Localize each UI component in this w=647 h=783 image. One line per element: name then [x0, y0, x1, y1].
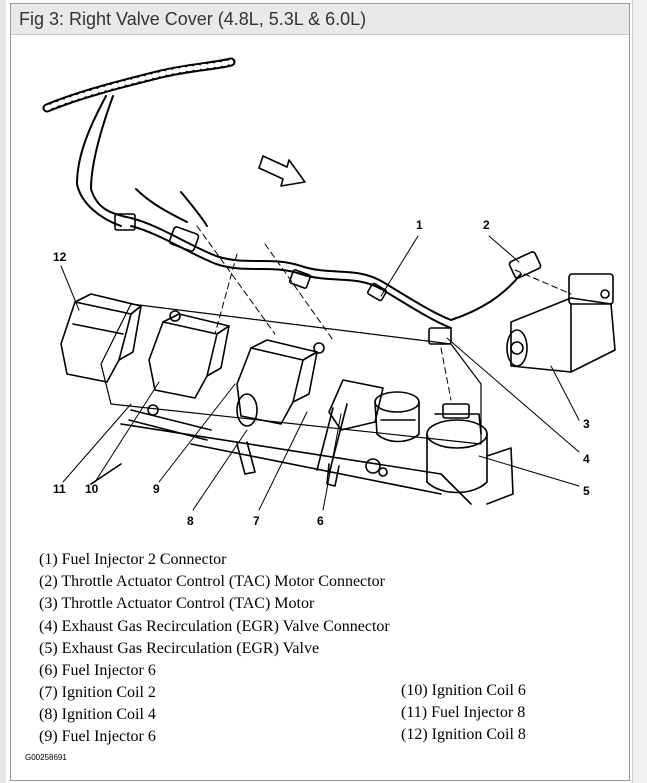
legend-item: (1) Fuel Injector 2 Connector: [39, 551, 227, 568]
legend-item: (9) Fuel Injector 6: [39, 728, 156, 745]
callout-6: 6: [317, 514, 324, 528]
legend-item: (7) Ignition Coil 2: [39, 684, 156, 701]
bolts: [147, 310, 388, 477]
legend-item: (3) Throttle Actuator Control (TAC) Moto…: [39, 595, 315, 612]
leader-lines: [60, 225, 580, 511]
callout-2: 2: [483, 218, 490, 232]
callout-3: 3: [583, 417, 590, 431]
engine-diagram: [42, 57, 616, 511]
callout-12: 12: [53, 250, 67, 264]
valve-cover: [90, 303, 482, 505]
legend-item: (11) Fuel Injector 8: [401, 704, 526, 721]
callout-5: 5: [583, 484, 590, 498]
harness-connectors: [114, 213, 542, 345]
fuel-injectors: [128, 393, 340, 487]
callout-11: 11: [53, 482, 66, 496]
legend-item: (8) Ignition Coil 4: [39, 706, 156, 723]
legend-item: (5) Exhaust Gas Recirculation (EGR) Valv…: [39, 640, 320, 657]
oil-fill-cap: [374, 391, 420, 443]
callout-9: 9: [153, 482, 160, 496]
legend-item: (4) Exhaust Gas Recirculation (EGR) Valv…: [39, 618, 390, 635]
callout-10: 10: [85, 482, 99, 496]
wiring-harness: [42, 57, 522, 329]
callout-4: 4: [583, 452, 590, 466]
ignition-coil-8: [60, 293, 142, 383]
title-bar: Fig 3: Right Valve Cover (4.8L, 5.3L & 6…: [11, 4, 629, 35]
figure-id: G00258691: [25, 753, 67, 762]
legend-item: (10) Ignition Coil 6: [401, 682, 526, 699]
scrollbar[interactable]: [632, 0, 647, 783]
direction-arrow: [258, 155, 306, 187]
figure-panel: Fig 3: Right Valve Cover (4.8L, 5.3L & 6…: [10, 3, 630, 781]
legend-item: (2) Throttle Actuator Control (TAC) Moto…: [39, 573, 385, 590]
legend-item: (12) Ignition Coil 8: [401, 726, 526, 743]
callout-1: 1: [416, 218, 423, 232]
left-edge: [0, 0, 6, 783]
callout-7: 7: [253, 514, 260, 528]
legend-item: (6) Fuel Injector 6: [39, 662, 156, 679]
figure-title: Fig 3: Right Valve Cover (4.8L, 5.3L & 6…: [19, 9, 367, 29]
tac-motor: [506, 273, 616, 373]
egr-valve: [426, 403, 514, 505]
callout-8: 8: [187, 514, 194, 528]
ignition-coil-4: [236, 339, 318, 425]
